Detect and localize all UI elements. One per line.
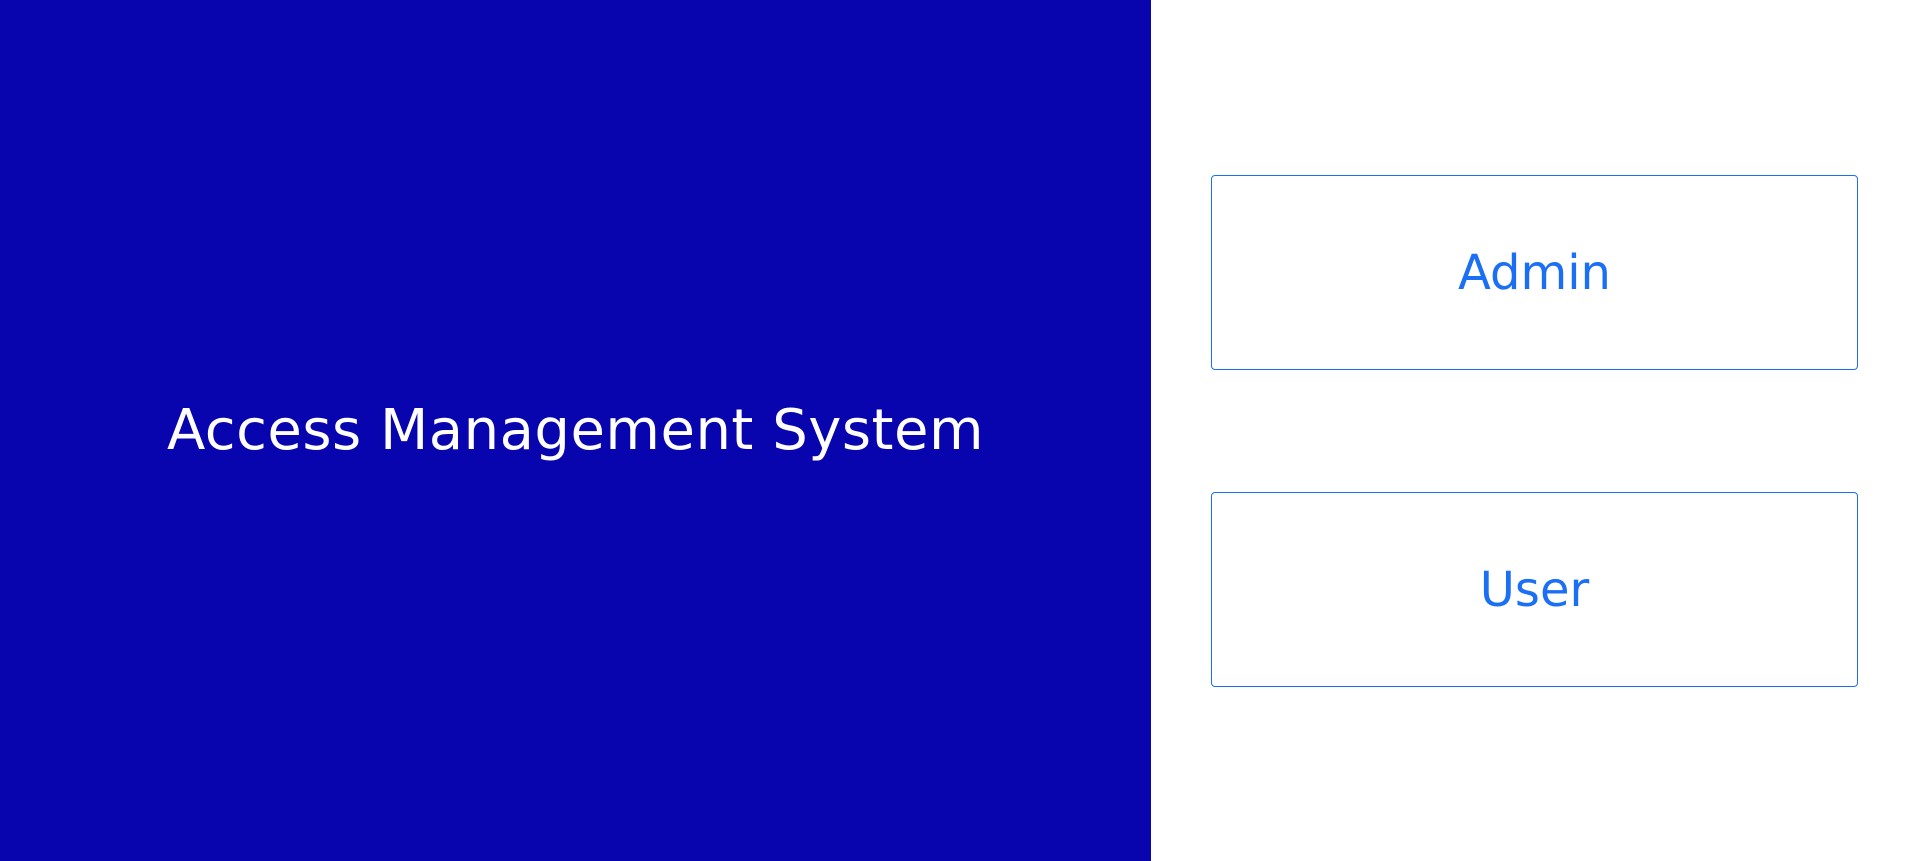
brand-panel: Access Management System xyxy=(0,0,1151,861)
role-selection-panel: Admin User xyxy=(1151,0,1919,861)
app-title: Access Management System xyxy=(166,398,985,463)
admin-button[interactable]: Admin xyxy=(1211,175,1858,370)
user-button[interactable]: User xyxy=(1211,492,1858,687)
